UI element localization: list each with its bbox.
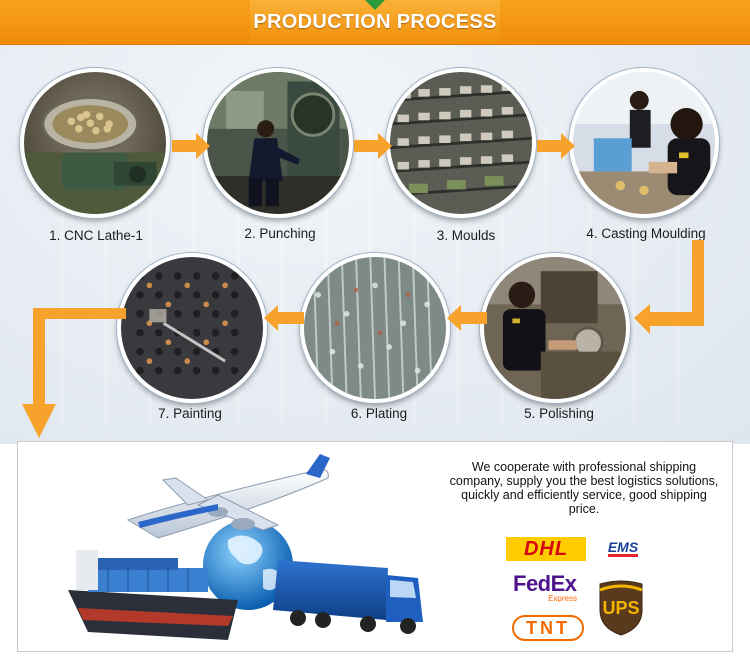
plating-photo [304, 257, 446, 399]
airplane-icon [126, 454, 330, 539]
step-7-label: 7. Painting [158, 406, 222, 421]
dhl-logo: DHL [506, 537, 586, 561]
arrow-left-icon-2 [264, 305, 304, 331]
polishing-photo [484, 257, 626, 399]
tnt-logo: TNT [512, 614, 584, 642]
fedex-logo-text: FedEx [513, 571, 577, 596]
step-2-label: 2. Punching [244, 226, 316, 241]
page-title: PRODUCTION PROCESS [250, 0, 500, 44]
ups-shield-icon [599, 580, 643, 636]
step-1-label: 1. CNC Lathe-1 [49, 228, 143, 243]
arrow-right-icon-1 [172, 133, 210, 159]
painting-photo [121, 257, 263, 399]
step-3-label: 3. Moulds [436, 228, 496, 243]
ups-logo: UPS [596, 580, 646, 636]
arrow-left-icon-1 [447, 305, 487, 331]
ups-logo-text: UPS [602, 598, 640, 618]
truck-icon [273, 560, 423, 634]
step-6-label: 6. Plating [350, 406, 408, 421]
arrow-right-icon-2 [354, 133, 392, 159]
ems-logo: EMS [598, 539, 648, 557]
step-6-image-plating [300, 253, 450, 403]
step-2-image-punching [203, 68, 353, 218]
moulds-photo [390, 72, 532, 214]
step-3-image-moulds [386, 68, 536, 218]
step-4-label: 4. Casting Moulding [586, 226, 706, 241]
arrow-right-icon-3 [537, 133, 575, 159]
step-7-image-painting [117, 253, 267, 403]
casting-moulding-photo [573, 72, 715, 214]
step-1-image-cnc-lathe [20, 68, 170, 218]
cnc-lathe-photo [24, 72, 166, 214]
arrow-down-left-icon [634, 240, 704, 334]
step-4-image-casting-moulding [569, 68, 719, 218]
logistics-illustration [68, 454, 423, 640]
title-notch-icon [365, 0, 385, 10]
step-5-label: 5. Polishing [524, 406, 594, 421]
fedex-logo: FedEx Express [513, 572, 583, 608]
shipping-description: We cooperate with professional shipping … [449, 460, 719, 516]
fedex-express-text: Express [548, 594, 577, 603]
cargo-ship-icon [68, 550, 238, 640]
arrow-left-down-icon [22, 308, 126, 438]
shipping-panel: We cooperate with professional shipping … [17, 441, 733, 652]
punching-photo [207, 72, 349, 214]
ems-logo-text: EMS [607, 538, 639, 557]
dhl-logo-text: DHL [523, 537, 569, 560]
header-bar: PRODUCTION PROCESS [0, 0, 750, 45]
tnt-logo-text: TNT [512, 615, 584, 641]
step-5-image-polishing [480, 253, 630, 403]
